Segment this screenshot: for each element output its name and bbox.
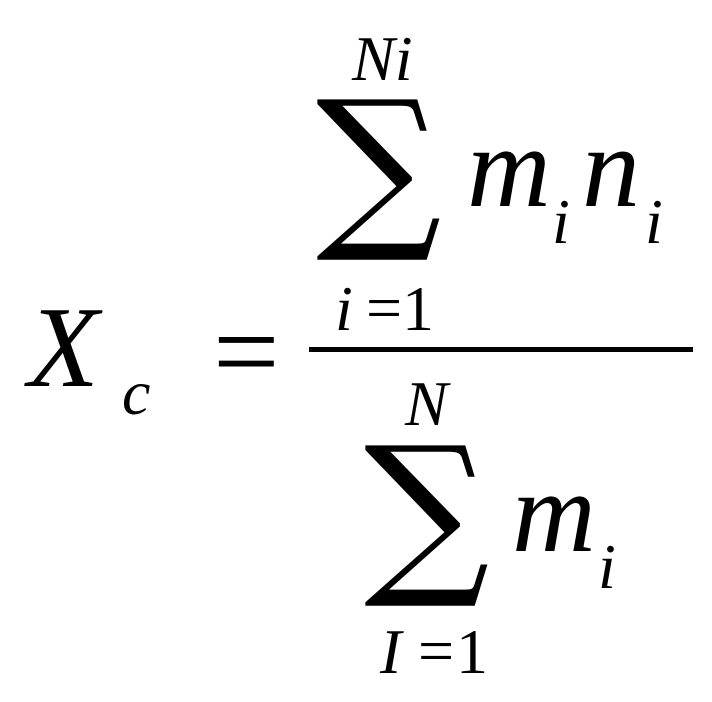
numerator-lower-start: 1: [402, 273, 434, 344]
denominator-term-m-subscript: i: [598, 531, 616, 602]
numerator-term-m-subscript: i: [552, 186, 570, 257]
numerator-term-m: m: [467, 104, 551, 232]
equals-sign: =: [213, 286, 280, 417]
numerator-lower-equals: =: [366, 272, 403, 343]
numerator-sum-symbol: ∑: [316, 63, 442, 268]
denominator-sum-symbol: ∑: [364, 409, 490, 614]
denominator-upper-limit: N: [405, 368, 448, 439]
numerator-term-n: n: [582, 104, 640, 232]
numerator-upper-limit: Ni: [352, 23, 413, 94]
lhs-subscript: c: [122, 357, 151, 428]
denominator-lower-equals: =: [418, 615, 455, 686]
denominator-lower-start: 1: [456, 616, 488, 687]
lhs-variable: X: [28, 284, 99, 412]
fraction-bar: [309, 347, 693, 352]
numerator-term-n-subscript: i: [645, 186, 663, 257]
denominator-term-m: m: [512, 449, 596, 577]
numerator-lower-index: i: [335, 273, 353, 344]
denominator-lower-index: I: [380, 616, 402, 687]
